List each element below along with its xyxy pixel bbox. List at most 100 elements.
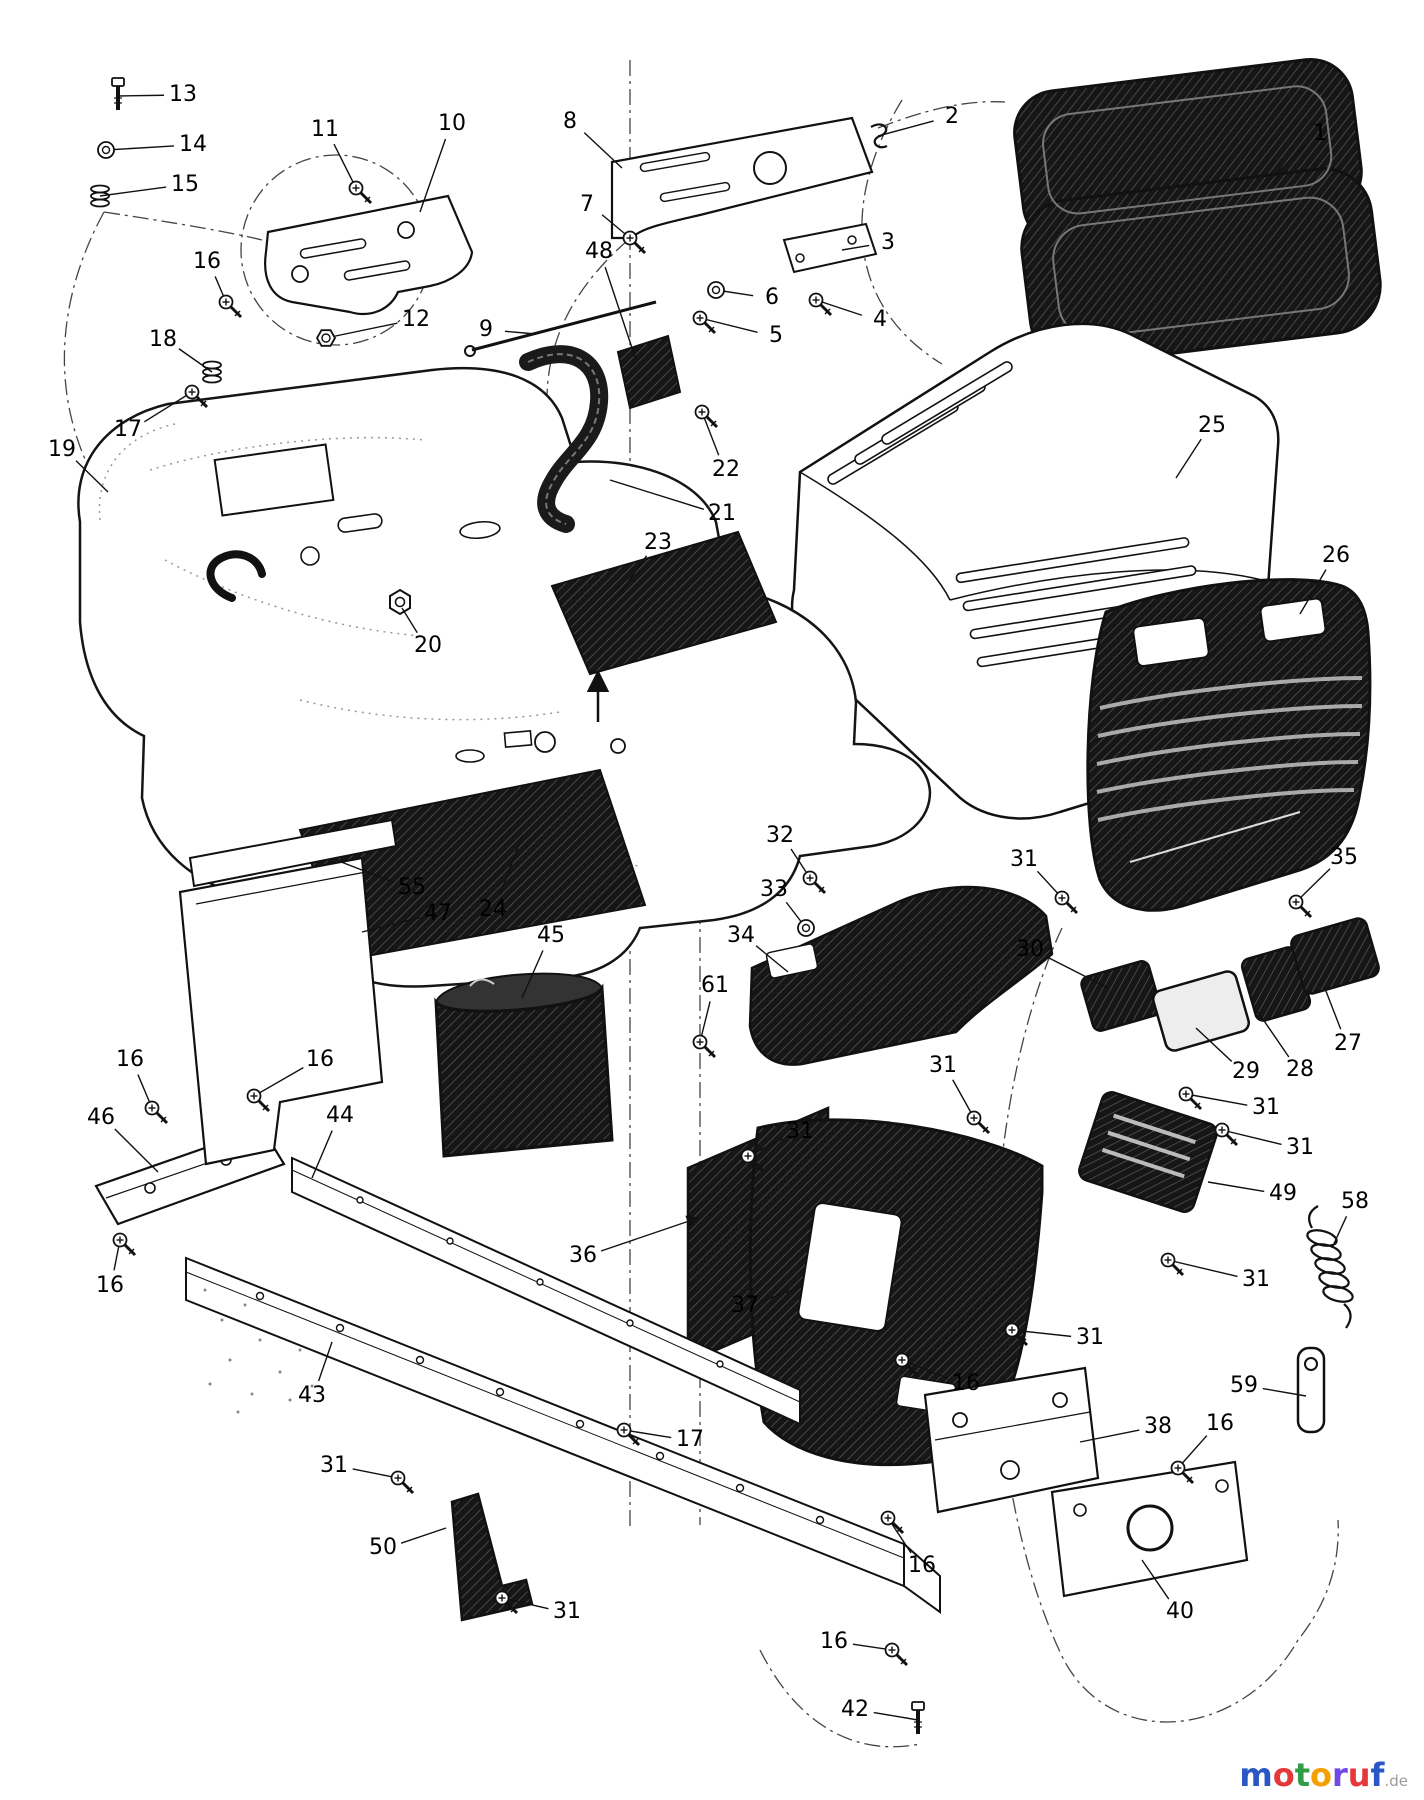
screw-icon (1178, 1086, 1203, 1111)
upper-plates (264, 116, 878, 357)
watermark-letter: o (1272, 1756, 1295, 1794)
screw-icon (1054, 890, 1079, 915)
seat (1013, 57, 1382, 366)
headlight-lens-right (1290, 917, 1380, 995)
leader-line (755, 945, 789, 973)
screw-icon (692, 310, 717, 335)
screw-icon (184, 384, 209, 409)
hood-vents (827, 361, 1211, 668)
leader-line (105, 145, 175, 151)
footpad-right (550, 530, 778, 676)
leader-line (521, 950, 544, 999)
screw-icon (390, 1470, 415, 1495)
screw-icon (246, 1088, 271, 1113)
leader-line (333, 143, 357, 189)
screw-icon (966, 1110, 991, 1135)
fender-body (77, 366, 932, 988)
tool-bucket (434, 972, 614, 1158)
screw-icon (740, 1148, 765, 1173)
leader-line (400, 1527, 447, 1544)
frame-rail-upper (291, 1156, 801, 1426)
watermark-letter: t (1294, 1756, 1310, 1794)
leader-line (1262, 1387, 1307, 1397)
leader-line (352, 1468, 399, 1479)
leader-line (901, 1359, 949, 1380)
leader-line (1175, 438, 1202, 479)
leader-line (701, 411, 720, 456)
spring-icon (202, 360, 222, 384)
leader-line (253, 1067, 304, 1097)
screw-icon (494, 1590, 519, 1615)
leader-line (1323, 985, 1342, 1030)
leader-line (623, 1429, 672, 1439)
screw-icon (622, 230, 647, 255)
leader-line (1267, 144, 1307, 183)
watermark-letter: o (1310, 1756, 1332, 1794)
leader-line (1167, 1259, 1238, 1278)
rear-plates (923, 1366, 1249, 1598)
leader-line (699, 317, 758, 333)
screw-icon (218, 294, 243, 319)
headlight-bezel (1080, 960, 1162, 1032)
screw-icon (894, 1352, 919, 1377)
plate-10 (264, 194, 474, 316)
leader-line (1331, 1216, 1348, 1249)
screw-icon (1214, 1122, 1239, 1147)
leader-line (873, 1711, 919, 1721)
bolt-icon (111, 77, 125, 110)
screw-icon (1004, 1322, 1029, 1347)
watermark-suffix: .de (1384, 1772, 1408, 1790)
leader-line (600, 1215, 700, 1252)
tension-spring (1306, 1205, 1354, 1329)
watermark-letter: u (1347, 1756, 1371, 1794)
spring-icon (90, 184, 110, 208)
leader-line (325, 322, 398, 339)
clip-icon (870, 123, 888, 149)
leader-line (311, 1130, 333, 1179)
leader-line (617, 555, 648, 597)
bolt-icon (911, 1701, 925, 1734)
leader-line (419, 138, 447, 213)
screw-icon (884, 1642, 909, 1667)
screw-icon (1160, 1252, 1185, 1277)
leader-line (317, 1341, 333, 1382)
side-vent-panel (1078, 1091, 1218, 1213)
leader-line (1257, 1011, 1290, 1058)
nut-icon (315, 329, 337, 347)
leader-line (1299, 569, 1327, 615)
leader-line (1046, 956, 1109, 989)
screw-icon (880, 1510, 905, 1535)
leader-line (1079, 1429, 1140, 1443)
screw-icon (692, 1034, 717, 1059)
screw-icon (144, 1100, 169, 1125)
hex-nut-20 (389, 588, 411, 616)
leader-line (501, 1597, 549, 1610)
leader-line (504, 330, 537, 335)
brackets-55-47 (178, 818, 398, 1166)
watermark-letter: m (1239, 1756, 1273, 1794)
leader-line (583, 132, 623, 169)
washer-icon (707, 281, 725, 299)
bracket-47 (178, 856, 384, 1166)
leader-line (401, 607, 418, 634)
screw-icon (1170, 1460, 1195, 1485)
washer-icon (97, 141, 115, 159)
screw-icon (694, 404, 719, 429)
leader-line (361, 917, 420, 933)
dash-panel (748, 885, 1054, 1066)
leader-line (1141, 1559, 1170, 1600)
leader-line (877, 120, 934, 137)
leader-line (335, 859, 395, 884)
leader-line (1295, 868, 1331, 903)
fender-handle (206, 550, 266, 602)
site-watermark: motoruf.de (1239, 1756, 1408, 1794)
leader-line (762, 1287, 799, 1302)
leader-line (1011, 1329, 1072, 1338)
leader-line (841, 244, 870, 251)
leader-line (75, 460, 109, 493)
console-panels (686, 1106, 1044, 1467)
leader-line (143, 391, 193, 423)
leader-line (1195, 1027, 1233, 1062)
screw-icon (348, 180, 373, 205)
